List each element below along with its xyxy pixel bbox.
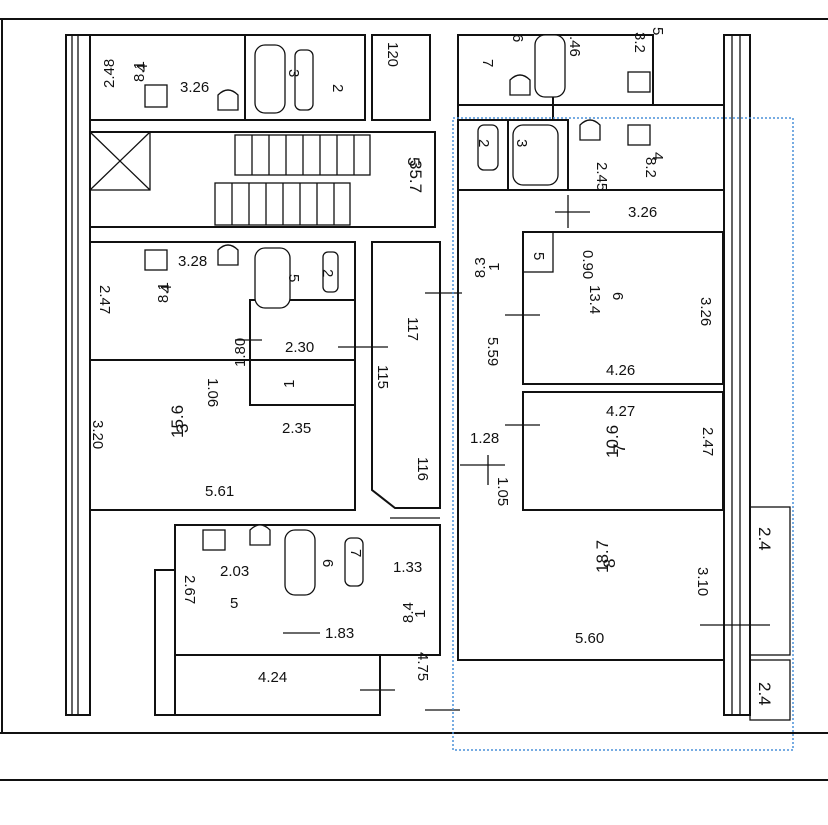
plan-label: 1 <box>486 263 503 271</box>
plan-label: 3.26 <box>628 204 657 221</box>
plan-label: 5 <box>285 274 302 282</box>
plan-label: 2.4 <box>755 682 774 706</box>
plan-label: 115 <box>374 365 391 389</box>
plan-label: 8.2 <box>642 157 659 178</box>
plan-label: 0.90 <box>579 250 596 279</box>
plan-label: 8.3 <box>472 257 489 278</box>
plan-label: 1.83 <box>325 625 354 642</box>
plan-label: 3 <box>285 69 302 77</box>
plan-label: 6 <box>509 34 526 42</box>
plan-label: 4.26 <box>606 362 635 379</box>
plan-label: 5 <box>404 157 423 166</box>
plan-label: 2.48 <box>101 59 118 88</box>
plan-label: 4.27 <box>606 403 635 420</box>
page-frame <box>0 18 828 781</box>
selection-outline <box>452 117 794 751</box>
door-marks <box>235 195 770 711</box>
plan-label: 1.28 <box>470 430 499 447</box>
plan-label: 4.24 <box>258 669 287 686</box>
plan-label: 3.26 <box>697 297 714 326</box>
plan-label: 3 <box>173 424 192 433</box>
plan-label: 1 <box>412 610 429 618</box>
plan-label: 13.4 <box>586 285 603 314</box>
plan-labels: 2.48 4 8.1 3.26 3 2 120 6 7 .46 5 3.2 5 … <box>89 27 774 706</box>
plan-label: 1.06 <box>204 378 221 407</box>
plan-label: 3.20 <box>89 420 106 449</box>
plan-label: 7 <box>347 549 364 557</box>
plan-label: 3.28 <box>178 253 207 270</box>
plan-label: 8.1 <box>155 282 172 303</box>
plan-label: 3.26 <box>180 79 209 96</box>
plan-label: 2.45 <box>593 162 610 191</box>
plan-label: 7 <box>479 59 496 67</box>
plan-label: 1.33 <box>393 559 422 576</box>
plan-label: 3.10 <box>694 567 711 596</box>
plan-label: .46 <box>566 36 583 57</box>
plan-label: 5.59 <box>484 337 501 366</box>
plan-label: 5 <box>230 595 238 612</box>
plan-label: 5 <box>649 27 666 35</box>
plan-label: 4.75 <box>414 652 431 681</box>
plan-label: 8.4 <box>400 602 417 623</box>
plan-label: 4 <box>134 64 151 72</box>
plan-label: 116 <box>414 457 431 481</box>
plan-label: 2.67 <box>181 575 198 604</box>
plan-label: 1.80 <box>232 338 249 367</box>
plan-label: 4 <box>649 152 666 160</box>
plan-label: 5 <box>530 252 547 260</box>
plan-label: 15.6 <box>168 405 187 438</box>
plan-label: 8 <box>600 559 619 568</box>
plan-label: 5.60 <box>575 630 604 647</box>
plan-label: 2.47 <box>96 285 113 314</box>
plan-label: 2 <box>475 139 492 147</box>
plan-label: 6 <box>319 559 336 567</box>
plan-label: 35.7 <box>406 160 425 193</box>
plan-label: 8.1 <box>131 61 148 82</box>
plan-label: 1.05 <box>494 477 511 506</box>
plan-label: 2.4 <box>755 527 774 551</box>
fixtures <box>144 34 651 596</box>
plan-label: 3.2 <box>631 32 648 53</box>
plan-label: 2.30 <box>285 339 314 356</box>
plan-label: 6 <box>609 292 626 300</box>
plan-label: 5.61 <box>205 483 234 500</box>
plan-label: 2.47 <box>699 427 716 456</box>
plan-label: 120 <box>384 42 401 67</box>
plan-label: 10.6 <box>603 425 622 458</box>
plan-label: 4 <box>158 285 175 293</box>
plan-label: 2 <box>319 269 336 277</box>
plan-label: 18.7 <box>593 540 612 573</box>
plan-label: 1 <box>281 380 298 388</box>
plan-label: 7 <box>610 444 629 453</box>
walls <box>65 34 791 721</box>
plan-label: 117 <box>404 317 421 341</box>
plan-label: 2.35 <box>282 420 311 437</box>
plan-label: 2 <box>329 84 346 92</box>
plan-label: 2.03 <box>220 563 249 580</box>
plan-label: 3 <box>513 139 530 147</box>
